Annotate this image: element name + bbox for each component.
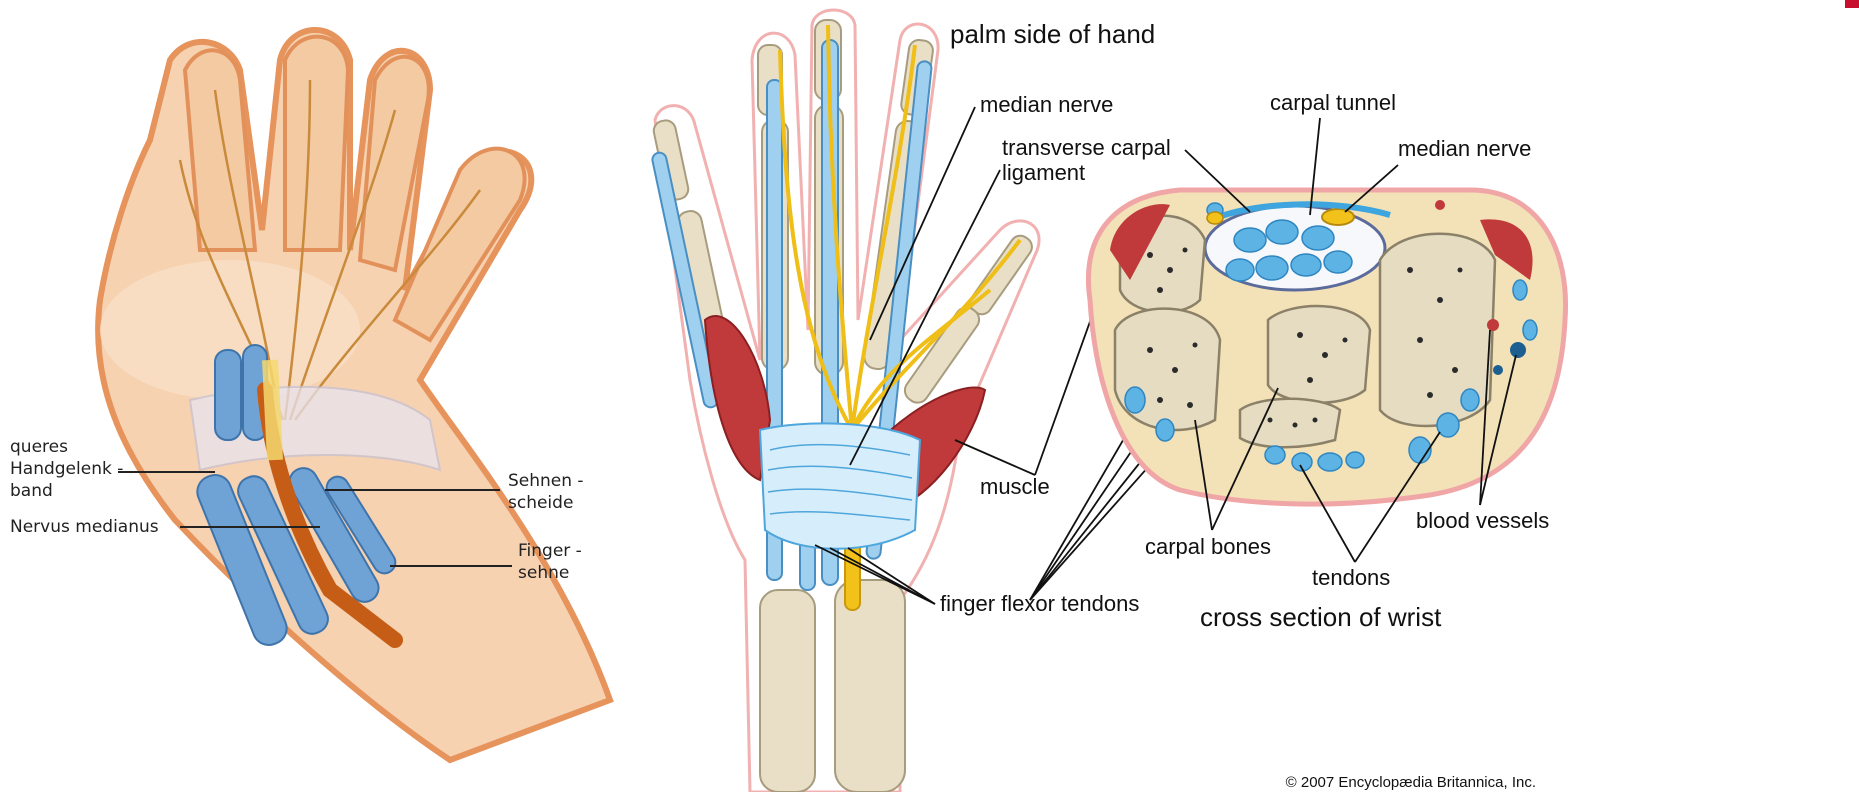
title-cross-section: cross section of wrist — [1200, 602, 1442, 632]
label-scheide: scheide — [508, 493, 573, 513]
label-nervus-medianus: Nervus medianus — [10, 517, 159, 537]
title-palm-side: palm side of hand — [950, 19, 1155, 49]
transverse-carpal-ligament — [760, 423, 920, 548]
label-carpal-bones: carpal bones — [1145, 534, 1271, 559]
label-sehne: sehne — [518, 563, 569, 583]
label-handgelenk: Handgelenk - — [10, 459, 123, 479]
label-ligament: ligament — [1002, 160, 1085, 185]
label-finger-flexor-tendons: finger flexor tendons — [940, 591, 1139, 616]
corner-brand-mark — [1845, 0, 1859, 8]
label-muscle: muscle — [980, 474, 1050, 499]
leader-muscle-b — [955, 440, 1035, 475]
label-carpal-tunnel: carpal tunnel — [1270, 90, 1396, 115]
label-sehnen: Sehnen - — [508, 471, 584, 491]
label-median-nerve-top: median nerve — [980, 92, 1113, 117]
left-hand-illustration: queres Handgelenk - band Nervus medianus… — [10, 30, 610, 760]
middle-finger — [285, 37, 348, 250]
copyright-notice: © 2007 Encyclopædia Britannica, Inc. — [1286, 774, 1536, 791]
label-finger: Finger - — [518, 541, 582, 561]
label-tendons: tendons — [1312, 565, 1390, 590]
label-band: band — [10, 481, 53, 501]
label-transverse-carpal: transverse carpal — [1002, 135, 1171, 160]
median-nerve-cs — [1322, 209, 1354, 225]
label-median-nerve-cs: median nerve — [1398, 136, 1531, 161]
wrist-cross-section: carpal tunnel median nerve carpal bones … — [1088, 90, 1565, 791]
label-blood-vessels: blood vessels — [1416, 508, 1549, 533]
cs-small-nerve — [1207, 212, 1223, 224]
label-queres: queres — [10, 437, 68, 457]
